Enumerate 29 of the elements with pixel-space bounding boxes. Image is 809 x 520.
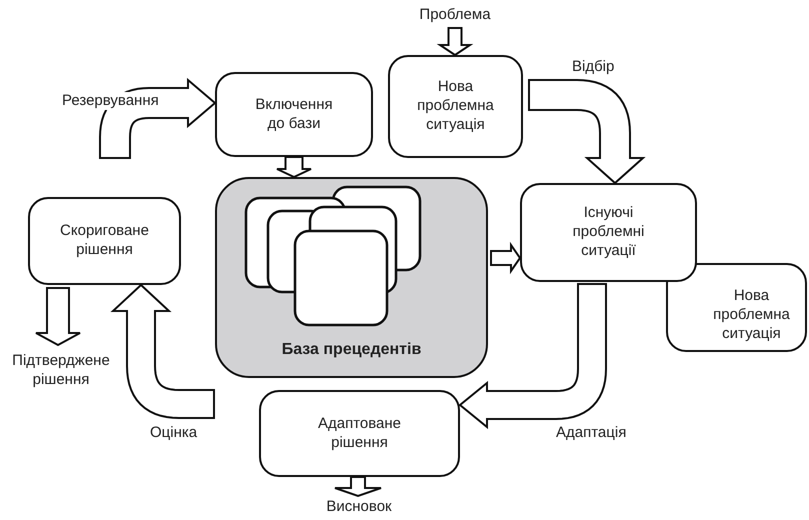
process-box	[388, 55, 523, 158]
block-arrow	[35, 287, 81, 346]
edge-label: Відбір	[572, 58, 614, 76]
block-arrow	[490, 242, 522, 274]
block-arrow	[110, 284, 215, 419]
process-box	[520, 183, 697, 282]
node-label: Адаптоване рішення	[316, 414, 402, 452]
edge-label: Резервування	[62, 92, 159, 110]
database-panel	[215, 177, 488, 378]
block-arrow	[528, 79, 646, 184]
process-box	[666, 263, 807, 352]
node-label: Підтверджене рішення	[11, 352, 111, 390]
edge-label: Адаптація	[556, 424, 626, 442]
node-label: Нова проблемна ситуація	[712, 287, 791, 344]
node-label: Проблема	[419, 6, 491, 24]
node-label: Скориговане рішення	[59, 222, 150, 260]
node-label: Висновок	[326, 498, 392, 516]
block-arrow	[458, 283, 607, 430]
block-arrow	[334, 476, 382, 498]
process-box	[259, 390, 460, 477]
node-label: Включення до бази	[254, 96, 334, 134]
panel-title: База прецедентів	[282, 340, 422, 360]
block-arrow	[276, 156, 312, 178]
process-box	[215, 72, 373, 157]
node-label: Існуючі проблемні ситуації	[572, 204, 646, 261]
edge-label: Оцінка	[150, 424, 198, 442]
node-label: Нова проблемна ситуація	[416, 78, 495, 135]
process-box	[28, 197, 181, 285]
block-arrow	[436, 27, 474, 56]
